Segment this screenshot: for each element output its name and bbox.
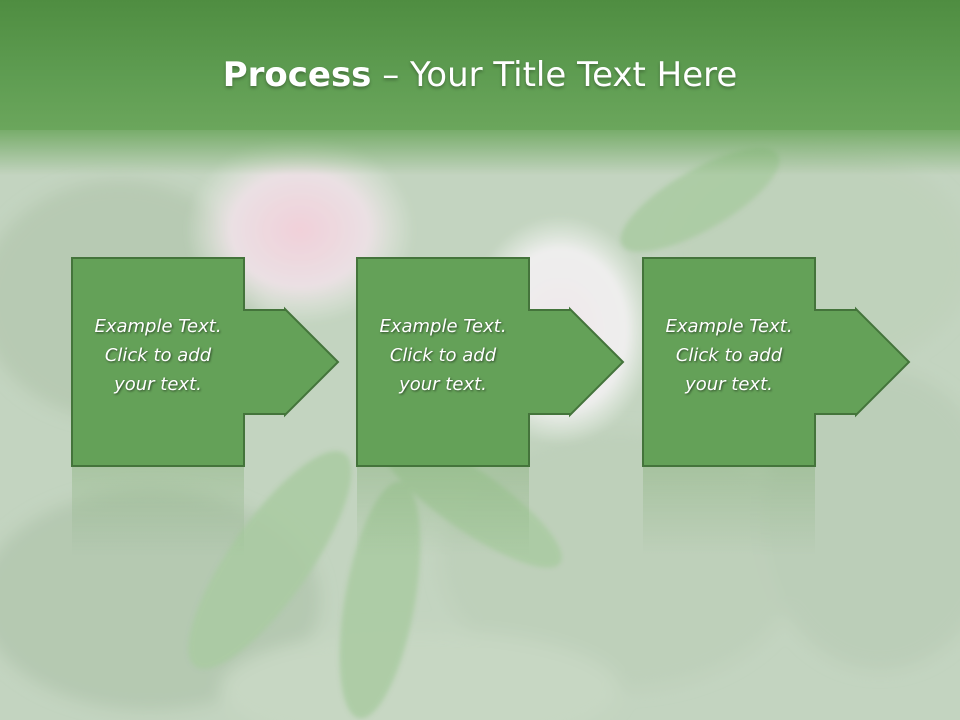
slide-title-bold: Process	[222, 55, 372, 95]
step-1-line-1: Example Text.	[94, 316, 222, 337]
step-3-line-2: Click to add	[675, 345, 783, 366]
step-3-arrow-box[interactable]	[642, 257, 911, 467]
step-1-line-2: Click to add	[104, 345, 212, 366]
step-2-arrow-box[interactable]	[356, 257, 625, 467]
title-band-fade	[0, 130, 960, 175]
step-1-line-3: your text.	[114, 374, 202, 395]
step-2-line-3: your text.	[399, 374, 487, 395]
step-3-text[interactable]: Example Text. Click to add your text.	[643, 312, 815, 399]
step-3-reflection	[643, 466, 815, 556]
step-1-arrow-box[interactable]	[71, 257, 340, 467]
step-2-reflection	[357, 466, 529, 556]
title-band	[0, 0, 960, 130]
step-1-text[interactable]: Example Text. Click to add your text.	[72, 312, 244, 399]
step-3-line-1: Example Text.	[665, 316, 793, 337]
step-2-line-1: Example Text.	[379, 316, 507, 337]
slide-title-rest: – Your Title Text Here	[371, 55, 738, 95]
step-1-reflection	[72, 466, 244, 556]
step-2-line-2: Click to add	[389, 345, 497, 366]
step-2-text[interactable]: Example Text. Click to add your text.	[357, 312, 529, 399]
slide-title[interactable]: Process – Your Title Text Here	[0, 54, 960, 96]
step-3-line-3: your text.	[685, 374, 773, 395]
